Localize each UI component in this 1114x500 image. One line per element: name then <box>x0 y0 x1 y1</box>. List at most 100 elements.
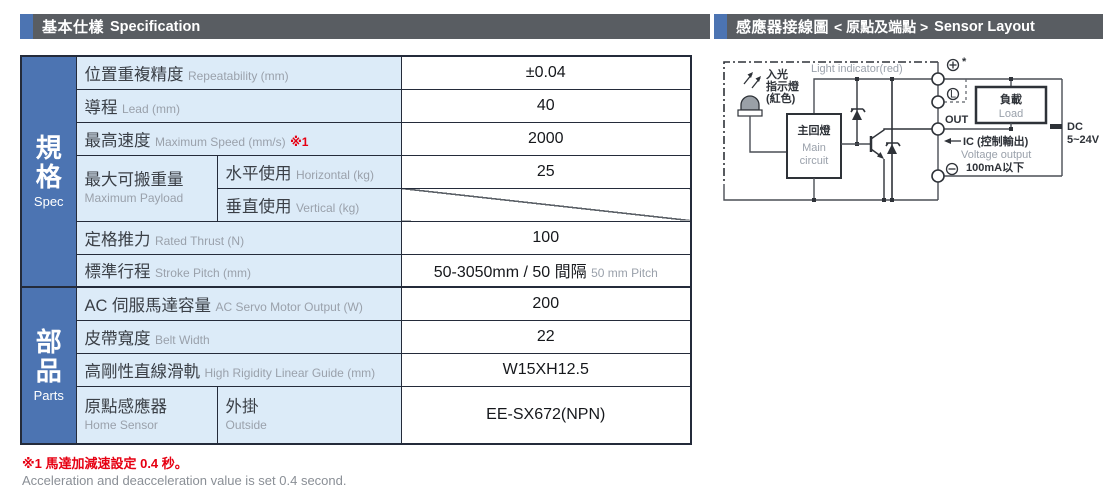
sensor-header-title-mid: < 原點及端點 > <box>834 18 929 35</box>
sensor-header-title-en: Sensor Layout <box>934 18 1035 35</box>
label-en: Rated Thrust (N) <box>154 233 245 248</box>
led-label-line1: 入光 <box>766 67 788 81</box>
row-label-max-payload: 最大可搬重量 Maximum Payload <box>75 154 218 222</box>
label-en: Stroke Pitch (mm) <box>154 266 251 281</box>
l-terminal-dashed-wire <box>944 79 967 103</box>
row-label-servo-output: AC 伺服馬達容量 AC Servo Motor Output (W) <box>75 286 402 321</box>
footnote-en: Acceleration and deacceleration value is… <box>22 472 347 488</box>
label-en: High Rigidity Linear Guide (mm) <box>204 365 376 380</box>
row-label-home-sensor: 原點感應器 Home Sensor <box>75 385 218 445</box>
main-circuit-label-en2: circuit <box>800 155 829 167</box>
l-terminal <box>931 95 945 109</box>
value-horizontal: 25 <box>400 154 692 189</box>
value-stroke-pitch: 50-3050mm / 50 間隔 50 mm Pitch <box>400 253 692 288</box>
label-en: AC Servo Motor Output (W) <box>215 299 363 314</box>
label-zh: 定格推力 <box>84 230 151 249</box>
light-indicator-label: Light indicator(red) <box>811 63 903 75</box>
spec-header-title-zh: 基本仕樣 <box>42 19 105 36</box>
accent-square-icon <box>714 14 727 39</box>
footnotes: ※1 馬達加減速設定 0.4 秒。 Acceleration and deacc… <box>22 456 346 490</box>
section-label-en: Parts <box>33 387 64 403</box>
l-symbol-icon <box>946 87 960 101</box>
row-label-outside: 外掛 Outside <box>216 385 402 445</box>
spec-section-header: 基本仕樣 Specification <box>20 14 710 39</box>
value-home-sensor: EE-SX672(NPN) <box>400 385 692 445</box>
label-en: Horizontal (kg) <box>295 167 374 182</box>
label-zh: 原點感應器 <box>84 397 168 416</box>
transistor-icon <box>869 128 938 202</box>
value-lead: 40 <box>400 88 692 123</box>
l-letter-label: L <box>950 89 956 101</box>
label-zh: AC 伺服馬達容量 <box>84 296 212 315</box>
label-zh: 位置重複精度 <box>84 65 184 84</box>
value-servo-output: 200 <box>400 286 692 321</box>
row-label-lead: 導程 Lead (mm) <box>75 88 402 123</box>
junction-dot <box>812 198 816 202</box>
plus-terminal <box>931 72 945 86</box>
label-en: Outside <box>225 417 267 432</box>
sensor-section-header: 感應器接線圖 < 原點及端點 > Sensor Layout <box>714 14 1103 39</box>
main-circuit-label-zh: 主回燈 <box>798 123 832 137</box>
sensor-header-title-zh: 感應器接線圖 <box>736 19 830 36</box>
out-label: OUT <box>945 114 969 126</box>
inner-top-rail <box>813 78 938 114</box>
footnote-ref: ※1 <box>290 134 309 149</box>
star-label: * <box>962 56 967 68</box>
ic-label: IC <box>963 136 974 148</box>
value-max-speed: 2000 <box>400 121 692 156</box>
minus-symbol-icon <box>945 162 959 176</box>
bottom-wire <box>723 184 938 201</box>
dc-range-label: 5~24V <box>1067 134 1100 146</box>
load-box <box>974 85 1048 125</box>
load-label-en: Load <box>999 108 1023 120</box>
label-zh: 水平使用 <box>225 164 292 183</box>
minus-terminal <box>931 169 945 183</box>
sensor-circuit-svg: 入光 指示燈 (紅色) Light indicator(red) 主回燈 Mai… <box>723 56 1100 202</box>
value-vertical-na <box>400 187 692 222</box>
row-label-repeatability: 位置重複精度 Repeatability (mm) <box>75 55 402 90</box>
label-en: Belt Width <box>154 332 210 347</box>
value-main: 50-3050mm / 50 間隔 <box>433 264 587 282</box>
label-zh: 導程 <box>84 98 118 117</box>
zener-diode-icon <box>850 77 866 146</box>
led-label-line2: 指示燈 <box>766 79 800 93</box>
label-en: Repeatability (mm) <box>187 68 289 83</box>
value-belt-width: 22 <box>400 319 692 354</box>
section-label-zh: 部品 <box>35 327 62 386</box>
junction-dot <box>1009 127 1013 131</box>
dc-label: DC <box>1067 121 1083 133</box>
label-en: Maximum Payload <box>84 190 184 205</box>
row-label-vertical: 垂直使用 Vertical (kg) <box>216 187 402 222</box>
section-label-en: Spec <box>33 193 64 209</box>
label-zh: 外掛 <box>225 397 259 416</box>
ic-arrow-icon <box>944 138 961 144</box>
spec-table-container: 規格 Spec 位置重複精度 Repeatability (mm) ±0.04 … <box>20 55 692 445</box>
spec-header-title-en: Specification <box>110 18 201 35</box>
section-label-zh: 規格 <box>35 133 62 192</box>
row-label-horizontal: 水平使用 Horizontal (kg) <box>216 154 402 189</box>
voltage-output-label: Voltage output <box>961 149 1031 161</box>
section-cell-parts: 部品 Parts <box>20 286 77 445</box>
label-zh: 標準行程 <box>84 263 151 282</box>
footnote-zh: ※1 馬達加減速設定 0.4 秒。 <box>22 456 188 471</box>
row-label-linear-guide: 高剛性直線滑軌 High Rigidity Linear Guide (mm) <box>75 352 402 387</box>
main-circuit-label-en1: Main <box>802 142 826 154</box>
label-zh: 最高速度 <box>84 131 151 150</box>
out-terminal <box>931 122 945 136</box>
led-indicator-icon <box>737 72 787 153</box>
value-rated-thrust: 100 <box>400 220 692 255</box>
row-label-belt-width: 皮帶寬度 Belt Width <box>75 319 402 354</box>
spec-table: 規格 Spec 位置重複精度 Repeatability (mm) ±0.04 … <box>20 55 692 445</box>
value-linear-guide: W15XH12.5 <box>400 352 692 387</box>
led-label-line3: (紅色) <box>766 91 796 105</box>
main-circuit-box <box>786 113 842 179</box>
junction-dot <box>1009 77 1013 81</box>
sensor-body-outline <box>723 61 938 184</box>
row-label-stroke-pitch: 標準行程 Stroke Pitch (mm) <box>75 253 402 288</box>
battery-icon <box>1050 124 1062 129</box>
label-en: Maximum Speed (mm/s) <box>154 134 286 149</box>
label-zh: 最大可搬重量 <box>84 171 184 190</box>
label-en: Home Sensor <box>84 417 158 432</box>
sensor-wiring-diagram: 入光 指示燈 (紅色) Light indicator(red) 主回燈 Mai… <box>714 52 1114 222</box>
current-limit-label: 100mA以下 <box>966 161 1024 174</box>
